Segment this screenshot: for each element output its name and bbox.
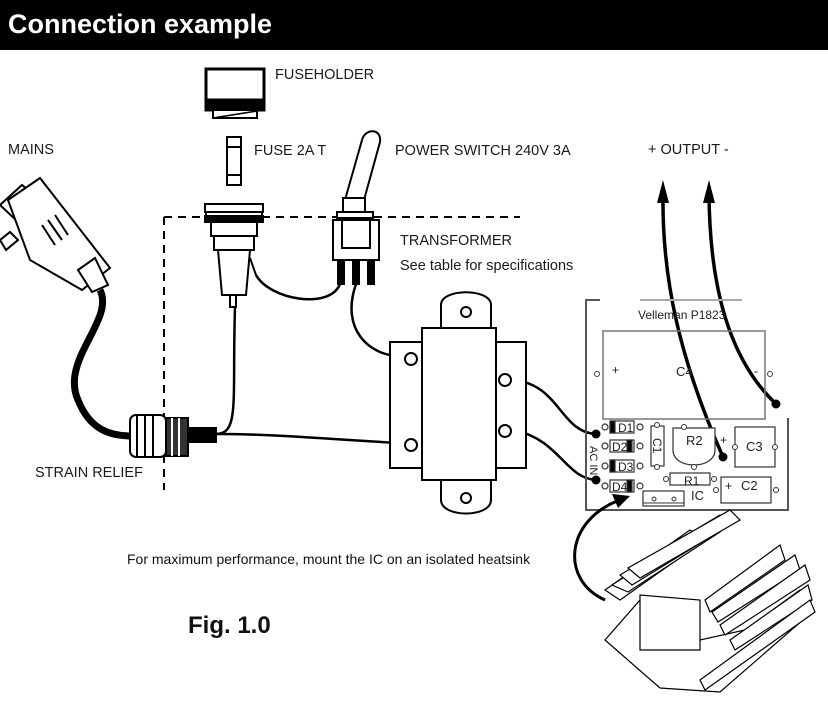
c2-plus-label: + xyxy=(725,479,732,493)
output-minus-arrow xyxy=(703,180,715,203)
heatsink-note: For maximum performance, mount the IC on… xyxy=(127,551,531,567)
heatsink-pointer xyxy=(573,498,621,602)
fuseholder-cap xyxy=(204,67,266,119)
power-switch-label: POWER SWITCH 240V 3A xyxy=(395,143,571,159)
mains-label: MAINS xyxy=(8,142,54,158)
fuse xyxy=(226,136,242,186)
ac-in-terminal-2 xyxy=(591,475,601,485)
output-plus-arrow xyxy=(657,180,669,203)
wire-cable-to-transformer xyxy=(215,432,401,445)
c1-label: C1 xyxy=(650,438,664,454)
mains-plug xyxy=(0,176,112,294)
strain-relief-label: STRAIN RELIEF xyxy=(35,465,143,481)
output-label: + OUTPUT - xyxy=(648,142,729,158)
r1-label: R1 xyxy=(684,474,700,488)
r2-label: R2 xyxy=(686,433,703,448)
pcb-name: Velleman P1823 xyxy=(638,308,726,322)
fuseholder-body xyxy=(204,203,264,308)
c2-label: C2 xyxy=(741,478,758,493)
c3-plus-label: + xyxy=(720,433,727,447)
d4-label: D4 xyxy=(612,480,628,494)
c4-outline xyxy=(602,330,766,420)
strain-relief xyxy=(129,414,217,458)
c4-label: C4 xyxy=(676,364,693,379)
d1-label: D1 xyxy=(618,421,634,435)
mains-cable xyxy=(70,288,133,440)
heatsink-pointer-head xyxy=(612,494,630,508)
output-wires xyxy=(661,194,778,458)
d3-label: D3 xyxy=(618,460,634,474)
output-plus-terminal xyxy=(718,452,728,462)
wire-cable-to-fuse xyxy=(215,306,237,436)
fuseholder-label: FUSEHOLDER xyxy=(275,67,375,83)
transformer-note: See table for specifications xyxy=(400,258,574,274)
power-switch xyxy=(332,130,382,285)
ac-in-label: AC IN xyxy=(587,446,599,475)
transformer xyxy=(389,291,527,515)
ac-in-terminal-1 xyxy=(591,429,601,439)
figure-caption: Fig. 1.0 xyxy=(188,612,271,639)
fuse-label: FUSE 2A T xyxy=(254,143,327,159)
heatsink xyxy=(603,509,816,693)
output-minus-terminal xyxy=(771,399,781,409)
wire-fuse-to-switch xyxy=(254,274,342,301)
page-title: Connection example xyxy=(8,9,273,39)
ic-label: IC xyxy=(691,488,704,503)
title-bar: Connection example xyxy=(0,0,828,50)
c4-plus-label: + xyxy=(612,363,619,377)
pcb: Velleman P1823 + C4 - D1 D2 D3 D4 AC IN … xyxy=(585,299,789,511)
c3-label: C3 xyxy=(746,439,763,454)
d2-label: D2 xyxy=(612,440,628,454)
c4-minus-label: - xyxy=(754,364,758,378)
transformer-label: TRANSFORMER xyxy=(400,233,512,249)
